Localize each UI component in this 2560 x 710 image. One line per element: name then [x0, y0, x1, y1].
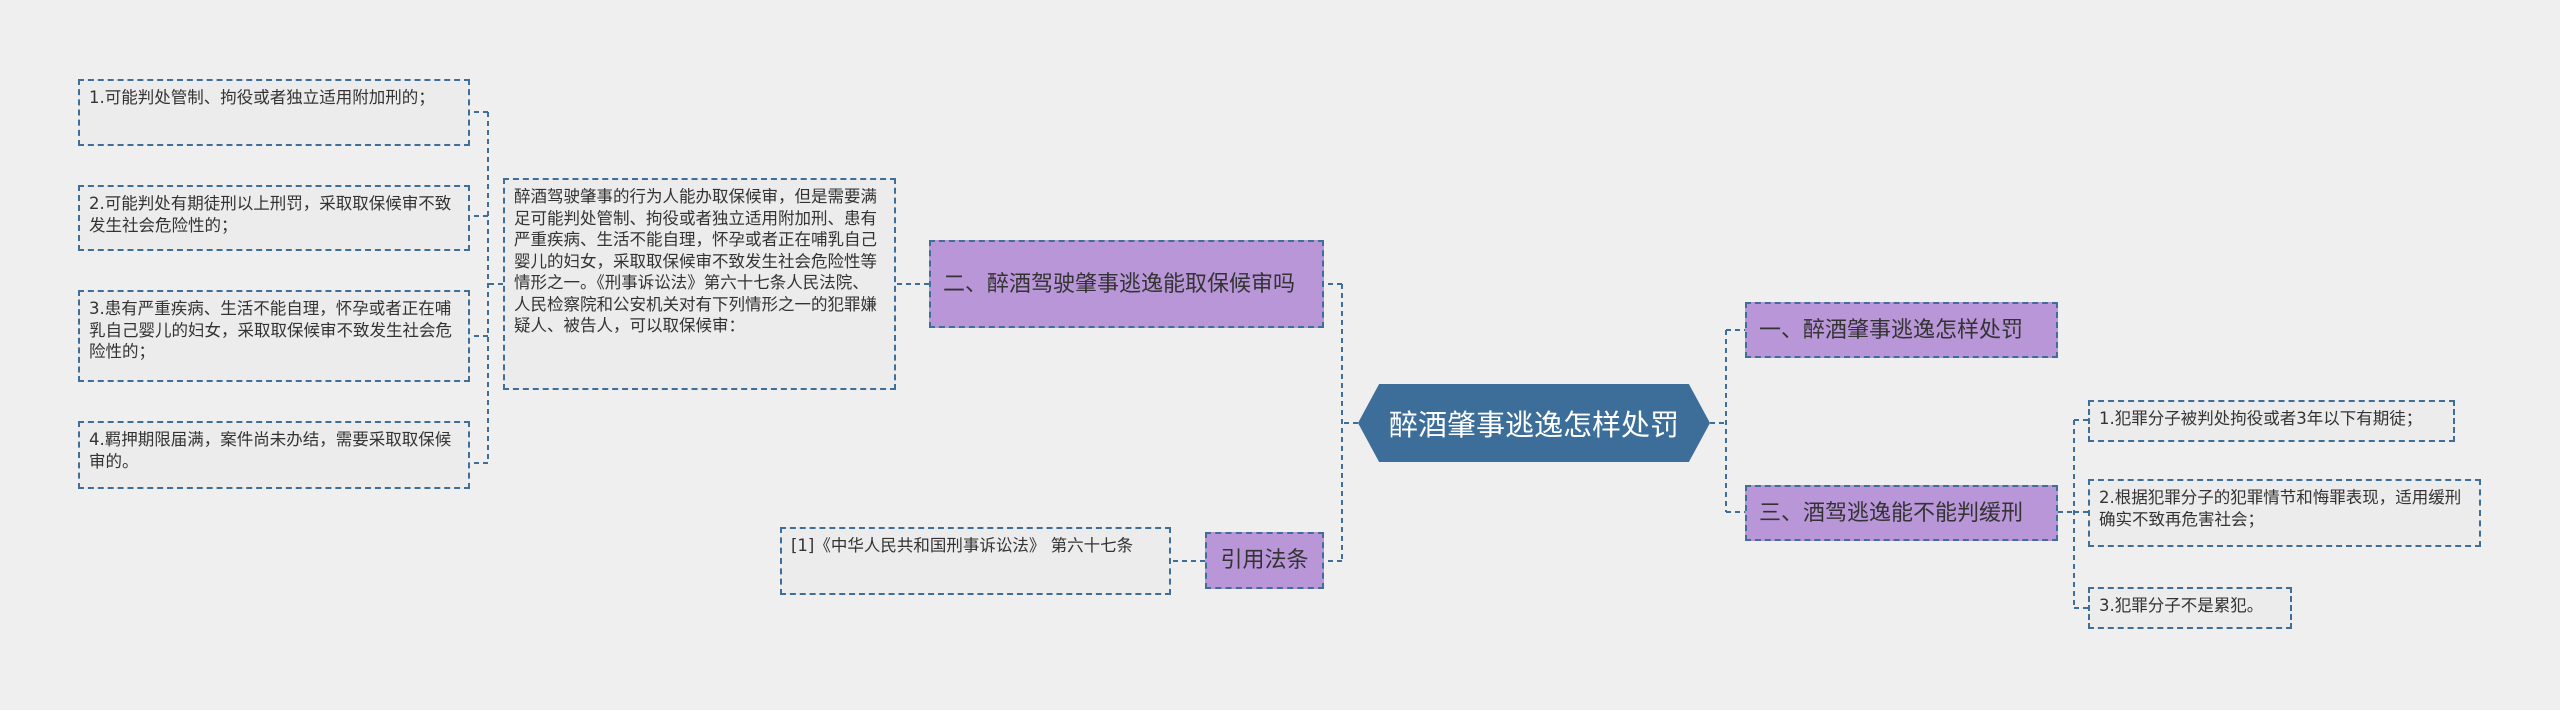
b2-condition-2-text: 2.可能判处有期徒刑以上刑罚，采取取保候审不致发生社会危险性的； — [89, 194, 452, 235]
b2-condition-3[interactable]: 3.患有严重疾病、生活不能自理，怀孕或者正在哺乳自己婴儿的妇女，采取取保候审不致… — [78, 290, 470, 382]
b2-detail-node[interactable]: 醉酒驾驶肇事的行为人能办取保候审，但是需要满足可能判处管制、拘役或者独立适用附加… — [503, 178, 896, 390]
b3-condition-2-text: 2.根据犯罪分子的犯罪情节和悔罪表现，适用缓刑确实不致再危害社会； — [2099, 488, 2462, 529]
b4-citation-node[interactable]: [1]《中华人民共和国刑事诉讼法》 第六十七条 — [780, 527, 1171, 595]
branch-node-1[interactable]: 一、醉酒肇事逃逸怎样处罚 — [1745, 302, 2058, 358]
root-label: 醉酒肇事逃逸怎样处罚 — [1388, 408, 1679, 442]
b3-condition-3[interactable]: 3.犯罪分子不是累犯。 — [2088, 587, 2292, 629]
b3-condition-3-text: 3.犯罪分子不是累犯。 — [2099, 596, 2264, 615]
branch-4-label: 引用法条 — [1220, 548, 1309, 573]
branch-node-4[interactable]: 引用法条 — [1205, 532, 1324, 589]
root-node[interactable]: 醉酒肇事逃逸怎样处罚 — [1358, 384, 1710, 462]
b2-detail-text: 醉酒驾驶肇事的行为人能办取保候审，但是需要满足可能判处管制、拘役或者独立适用附加… — [514, 187, 877, 335]
b2-condition-3-text: 3.患有严重疾病、生活不能自理，怀孕或者正在哺乳自己婴儿的妇女，采取取保候审不致… — [89, 299, 452, 361]
b2-condition-2[interactable]: 2.可能判处有期徒刑以上刑罚，采取取保候审不致发生社会危险性的； — [78, 185, 470, 251]
branch-3-label: 三、酒驾逃逸能不能判缓刑 — [1759, 500, 2024, 526]
b3-condition-1-text: 1.犯罪分子被判处拘役或者3年以下有期徒； — [2099, 409, 2423, 428]
b3-condition-2[interactable]: 2.根据犯罪分子的犯罪情节和悔罪表现，适用缓刑确实不致再危害社会； — [2088, 479, 2481, 547]
b2-condition-4[interactable]: 4.羁押期限届满，案件尚未办结，需要采取取保候审的。 — [78, 421, 470, 489]
branch-node-3[interactable]: 三、酒驾逃逸能不能判缓刑 — [1745, 485, 2058, 541]
b2-condition-1[interactable]: 1.可能判处管制、拘役或者独立适用附加刑的； — [78, 79, 470, 146]
b2-condition-1-text: 1.可能判处管制、拘役或者独立适用附加刑的； — [89, 88, 435, 107]
branch-node-2[interactable]: 二、醉酒驾驶肇事逃逸能取保候审吗 — [929, 240, 1324, 328]
b2-condition-4-text: 4.羁押期限届满，案件尚未办结，需要采取取保候审的。 — [89, 430, 452, 471]
b3-condition-1[interactable]: 1.犯罪分子被判处拘役或者3年以下有期徒； — [2088, 400, 2455, 442]
b4-citation-text: [1]《中华人民共和国刑事诉讼法》 第六十七条 — [791, 536, 1134, 555]
branch-1-label: 一、醉酒肇事逃逸怎样处罚 — [1759, 317, 2024, 343]
branch-2-label: 二、醉酒驾驶肇事逃逸能取保候审吗 — [943, 271, 1296, 297]
